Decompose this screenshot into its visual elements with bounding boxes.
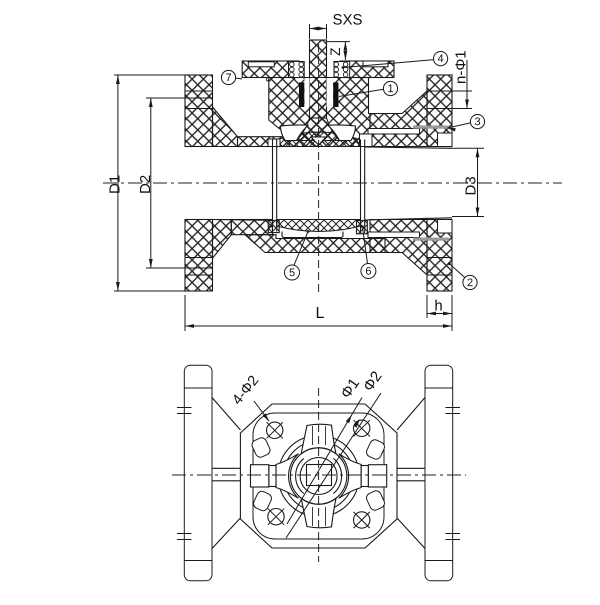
svg-text:1: 1 [387, 83, 393, 95]
svg-text:D2: D2 [137, 175, 154, 194]
svg-text:h: h [434, 297, 442, 314]
svg-text:D3: D3 [463, 176, 480, 195]
svg-text:SXS: SXS [332, 11, 362, 28]
svg-text:D1: D1 [107, 175, 124, 194]
svg-text:2: 2 [467, 277, 473, 289]
svg-text:7: 7 [225, 72, 231, 84]
svg-text:6: 6 [365, 266, 371, 278]
svg-text:3: 3 [474, 116, 480, 128]
svg-text:n-Φ1: n-Φ1 [453, 50, 470, 84]
svg-text:4: 4 [438, 53, 444, 65]
svg-text:L: L [316, 305, 325, 322]
svg-text:Z: Z [327, 47, 343, 56]
svg-text:5: 5 [289, 267, 295, 279]
